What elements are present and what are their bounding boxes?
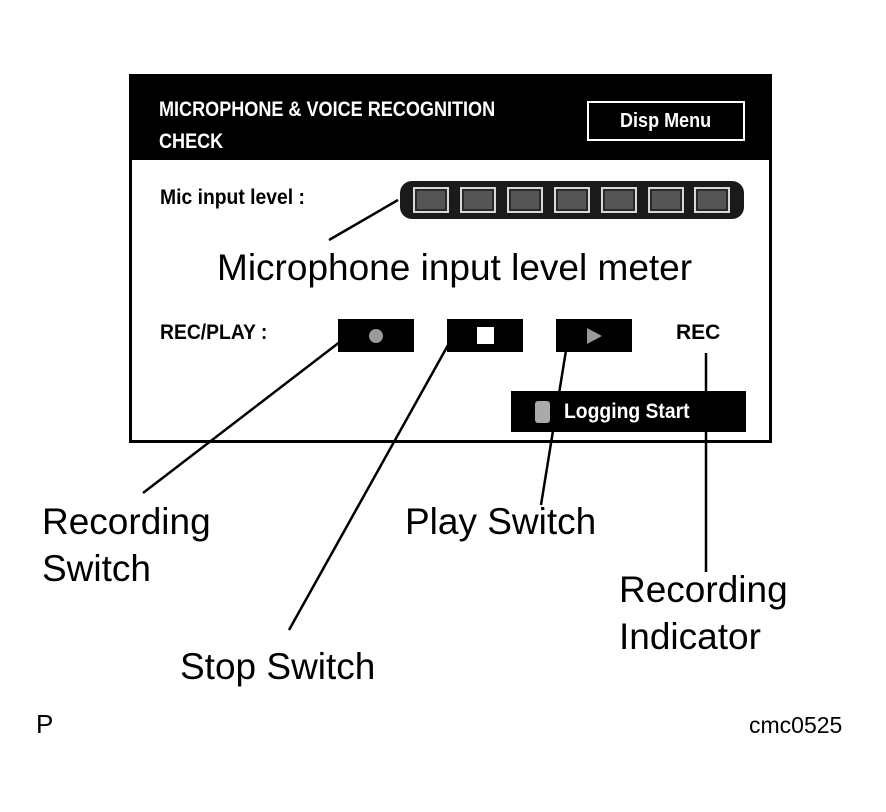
meter-segment (507, 187, 544, 213)
figure-code: cmc0525 (749, 712, 843, 738)
callout-mic-meter: Microphone input level meter (217, 247, 693, 288)
logging-start-label: Logging Start (564, 399, 690, 423)
meter-segment (460, 187, 497, 213)
microphone-icon (535, 400, 550, 423)
meter-segment (553, 187, 590, 213)
callout-recording-indicator-line-1: Recording (619, 569, 788, 610)
head-unit-screen: MICROPHONE & VOICE RECOGNITION CHECK Dis… (129, 74, 772, 443)
screen-title-line-2: CHECK (159, 130, 224, 153)
rec-play-label: REC/PLAY : (160, 321, 268, 344)
mic-input-level-label: Mic input level : (160, 186, 305, 209)
screen-title: MICROPHONE & VOICE RECOGNITION CHECK (159, 94, 520, 158)
screen-header: MICROPHONE & VOICE RECOGNITION CHECK Dis… (132, 77, 769, 160)
meter-segment (600, 187, 637, 213)
record-icon (369, 328, 383, 343)
callout-play-switch: Play Switch (405, 501, 597, 542)
callout-recording-indicator: Recording Indicator (619, 566, 788, 660)
meter-segment (413, 187, 450, 213)
play-icon (586, 327, 602, 344)
meter-segment (694, 187, 731, 213)
stop-icon (476, 327, 494, 344)
disp-menu-label: Disp Menu (620, 109, 712, 132)
stop-switch[interactable] (447, 319, 523, 352)
meter-segment (647, 187, 684, 213)
callout-recording-indicator-line-2: Indicator (619, 616, 761, 657)
screen-title-line-1: MICROPHONE & VOICE RECOGNITION (159, 98, 496, 121)
recording-switch[interactable] (338, 319, 414, 352)
recording-indicator: REC (676, 321, 721, 344)
corner-marker-left: P (36, 709, 54, 739)
logging-start-button[interactable]: Logging Start (511, 391, 746, 432)
play-switch[interactable] (556, 319, 632, 352)
callout-recording-switch-line-1: Recording (42, 501, 211, 542)
callout-recording-switch-line-2: Switch (42, 548, 151, 589)
mic-input-level-meter (400, 181, 744, 219)
callout-stop-switch: Stop Switch (180, 646, 376, 687)
disp-menu-button[interactable]: Disp Menu (587, 101, 745, 141)
callout-recording-switch: Recording Switch (42, 498, 211, 592)
